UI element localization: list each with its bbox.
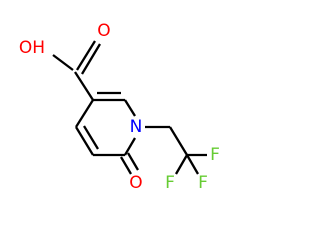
ring-nitrogen-label: N xyxy=(130,117,143,137)
fluorine-right-label: F xyxy=(210,145,220,165)
bond-c6-o-b xyxy=(127,152,139,171)
fluorine-left-label: F xyxy=(165,173,175,193)
bond-ring-c-cooh xyxy=(74,71,94,101)
carboxylic-acid-group xyxy=(52,40,101,101)
bond-c-o-double-b xyxy=(81,43,101,75)
bond-ch2-cf3 xyxy=(169,126,188,156)
bond-cf3-f-left xyxy=(175,154,188,175)
bond-n-c6 xyxy=(124,137,136,156)
bond-c-o-double-a xyxy=(76,40,96,71)
hydroxyl-label: OH xyxy=(19,38,45,58)
ring-carbonyl xyxy=(120,152,139,175)
pyridinone-ring xyxy=(75,91,136,157)
bond-c5-c4-inner xyxy=(83,125,99,150)
bond-c-oh xyxy=(52,54,74,71)
bond-cf3-f-bottom xyxy=(186,154,199,175)
bond-c5-c4 xyxy=(75,126,94,156)
bond-c4-c3 xyxy=(75,99,94,128)
ring-carbonyl-oxygen-label: O xyxy=(129,173,142,193)
acid-carbonyl-oxygen-label: O xyxy=(97,21,110,41)
fluorine-bottom-label: F xyxy=(198,173,208,193)
chemical-structure: OH O N O F F F xyxy=(19,21,220,193)
trifluoroethyl-group xyxy=(145,125,207,175)
bond-c2-n xyxy=(124,99,136,117)
bond-c6-o-a xyxy=(120,156,132,175)
